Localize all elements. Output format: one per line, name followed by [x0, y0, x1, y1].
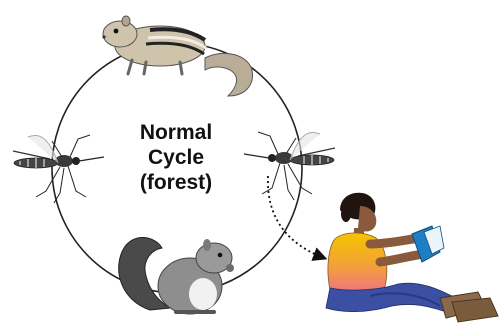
chipmunk-icon [102, 16, 252, 96]
cycle-title-line-1: Normal [105, 120, 247, 145]
gray-squirrel-icon [119, 237, 234, 314]
cycle-title-line-3: (forest) [105, 170, 247, 195]
mosquito-icon [13, 135, 104, 203]
person-reading-icon [326, 193, 498, 322]
mosquito-icon [244, 132, 335, 200]
cycle-title-line-2: Cycle [105, 145, 247, 170]
transmission-arrow [268, 176, 324, 258]
cycle-title: Normal Cycle (forest) [105, 120, 247, 195]
